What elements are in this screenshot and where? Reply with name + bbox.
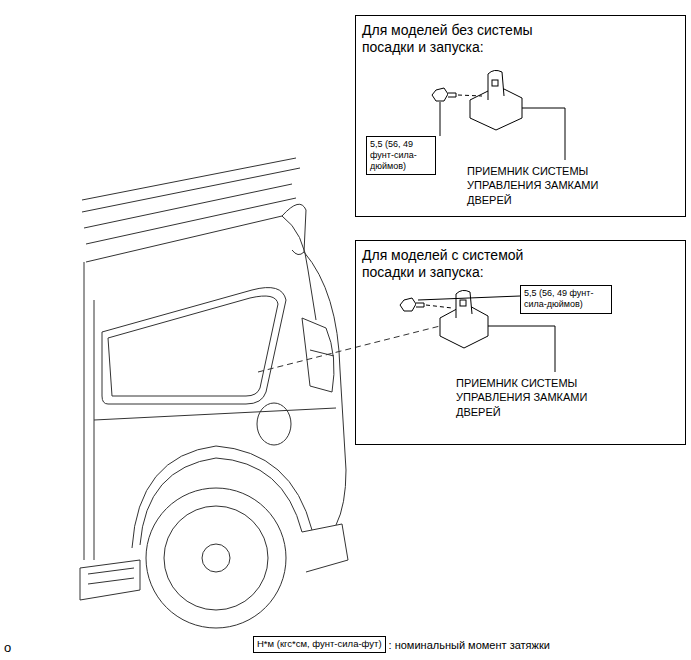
torque-leader bbox=[440, 102, 441, 136]
part-leader bbox=[488, 326, 555, 372]
tail-light bbox=[302, 318, 334, 392]
bolt-shaft bbox=[448, 93, 456, 97]
torque-value: 5,5 (56, 49 фунт-сила-дюймов) bbox=[370, 139, 432, 171]
rear-bumper bbox=[302, 524, 348, 572]
location-leader bbox=[258, 326, 440, 372]
receiver-detail bbox=[492, 80, 498, 86]
install-line bbox=[458, 95, 482, 96]
window-frame bbox=[108, 296, 278, 396]
tail-light-line bbox=[310, 350, 334, 356]
bolt-shaft bbox=[416, 303, 424, 307]
roof-rail bbox=[82, 158, 296, 200]
bolt-head bbox=[432, 88, 448, 101]
torque-box: 5,5 (56, 49 фунт-сила-дюймов) bbox=[520, 285, 612, 314]
rim bbox=[164, 506, 268, 610]
torque-leader bbox=[418, 296, 520, 300]
tire bbox=[146, 488, 286, 628]
part-name: ПРИЕМНИК СИСТЕМЫ УПРАВЛЕНИЯ ЗАМКАМИ ДВЕР… bbox=[456, 376, 596, 419]
receiver-body bbox=[488, 70, 504, 100]
rear-corner bbox=[304, 252, 346, 525]
panel-heading: Для моделей с системой посадки и запуска… bbox=[362, 247, 577, 281]
legend-unit-box: Н*м (кгс*см, фунт-сила-фут) bbox=[253, 636, 386, 653]
step-ribs bbox=[88, 568, 134, 584]
hub bbox=[202, 544, 230, 572]
bolt-head bbox=[400, 298, 416, 311]
rear-pillar bbox=[282, 216, 316, 320]
torque-box: 5,5 (56, 49 фунт-сила-дюймов) bbox=[366, 136, 436, 175]
legend-text: : номинальный момент затяжки bbox=[389, 638, 550, 652]
page-mark: o bbox=[4, 640, 11, 657]
rear-spoiler bbox=[282, 204, 306, 254]
receiver-body bbox=[456, 290, 472, 318]
side-window bbox=[102, 288, 286, 404]
receiver-detail bbox=[460, 300, 466, 306]
belt-crease bbox=[94, 408, 336, 420]
torque-value: 5,5 (56, 49 фунт-сила-дюймов) bbox=[524, 288, 608, 310]
door-edge bbox=[94, 300, 95, 560]
body-edge bbox=[84, 262, 85, 560]
fuel-door bbox=[257, 403, 291, 445]
roof-edge bbox=[86, 216, 282, 262]
part-leader bbox=[522, 108, 565, 160]
install-line bbox=[426, 305, 452, 308]
bolt-symbol-1 bbox=[432, 88, 456, 101]
variant-panel: Для моделей с системой посадки и запуска… bbox=[355, 240, 686, 445]
part-name: ПРИЕМНИК СИСТЕМЫ УПРАВЛЕНИЯ ЗАМКАМИ ДВЕР… bbox=[467, 164, 607, 207]
side-step bbox=[80, 560, 140, 600]
fender-flare bbox=[132, 446, 312, 548]
wheel-arch bbox=[140, 458, 302, 545]
vehicle-drawing bbox=[80, 158, 348, 628]
receiver-symbol-1 bbox=[470, 70, 522, 130]
torque-value: Н*м (кгс*см, фунт-сила-фут) bbox=[257, 638, 382, 649]
panel-heading: Для моделей без системы посадки и запуск… bbox=[362, 22, 577, 56]
